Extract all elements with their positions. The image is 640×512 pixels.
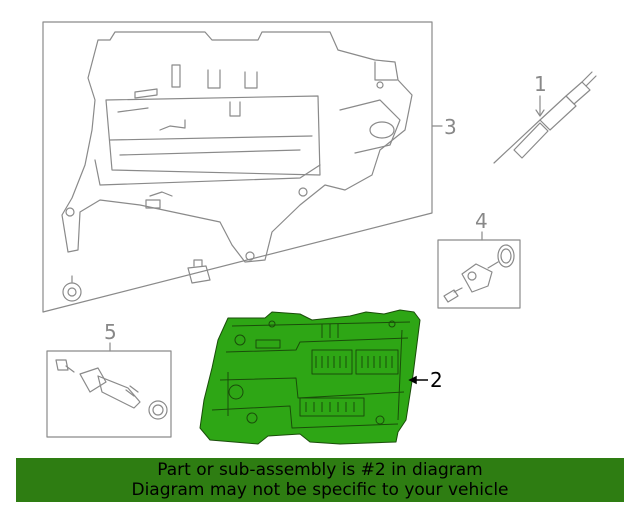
callout-2: 2: [430, 368, 443, 392]
glow-plug-icon: [493, 71, 597, 164]
callout-3: 3: [444, 115, 457, 139]
control-module-icon: [199, 309, 421, 445]
module-bracket-icon: [42, 21, 433, 313]
sensor-icon: [437, 231, 521, 309]
callout-1: 1: [534, 72, 547, 96]
sensor-with-seal-icon: [46, 342, 172, 438]
info-banner: Part or sub-assembly is #2 in diagram Di…: [16, 458, 624, 502]
banner-line-1: Part or sub-assembly is #2 in diagram: [157, 460, 483, 480]
callout-4: 4: [475, 209, 488, 233]
callout-5: 5: [104, 320, 117, 344]
leader-arrow-2: [408, 375, 428, 385]
banner-line-2: Diagram may not be specific to your vehi…: [131, 480, 509, 500]
